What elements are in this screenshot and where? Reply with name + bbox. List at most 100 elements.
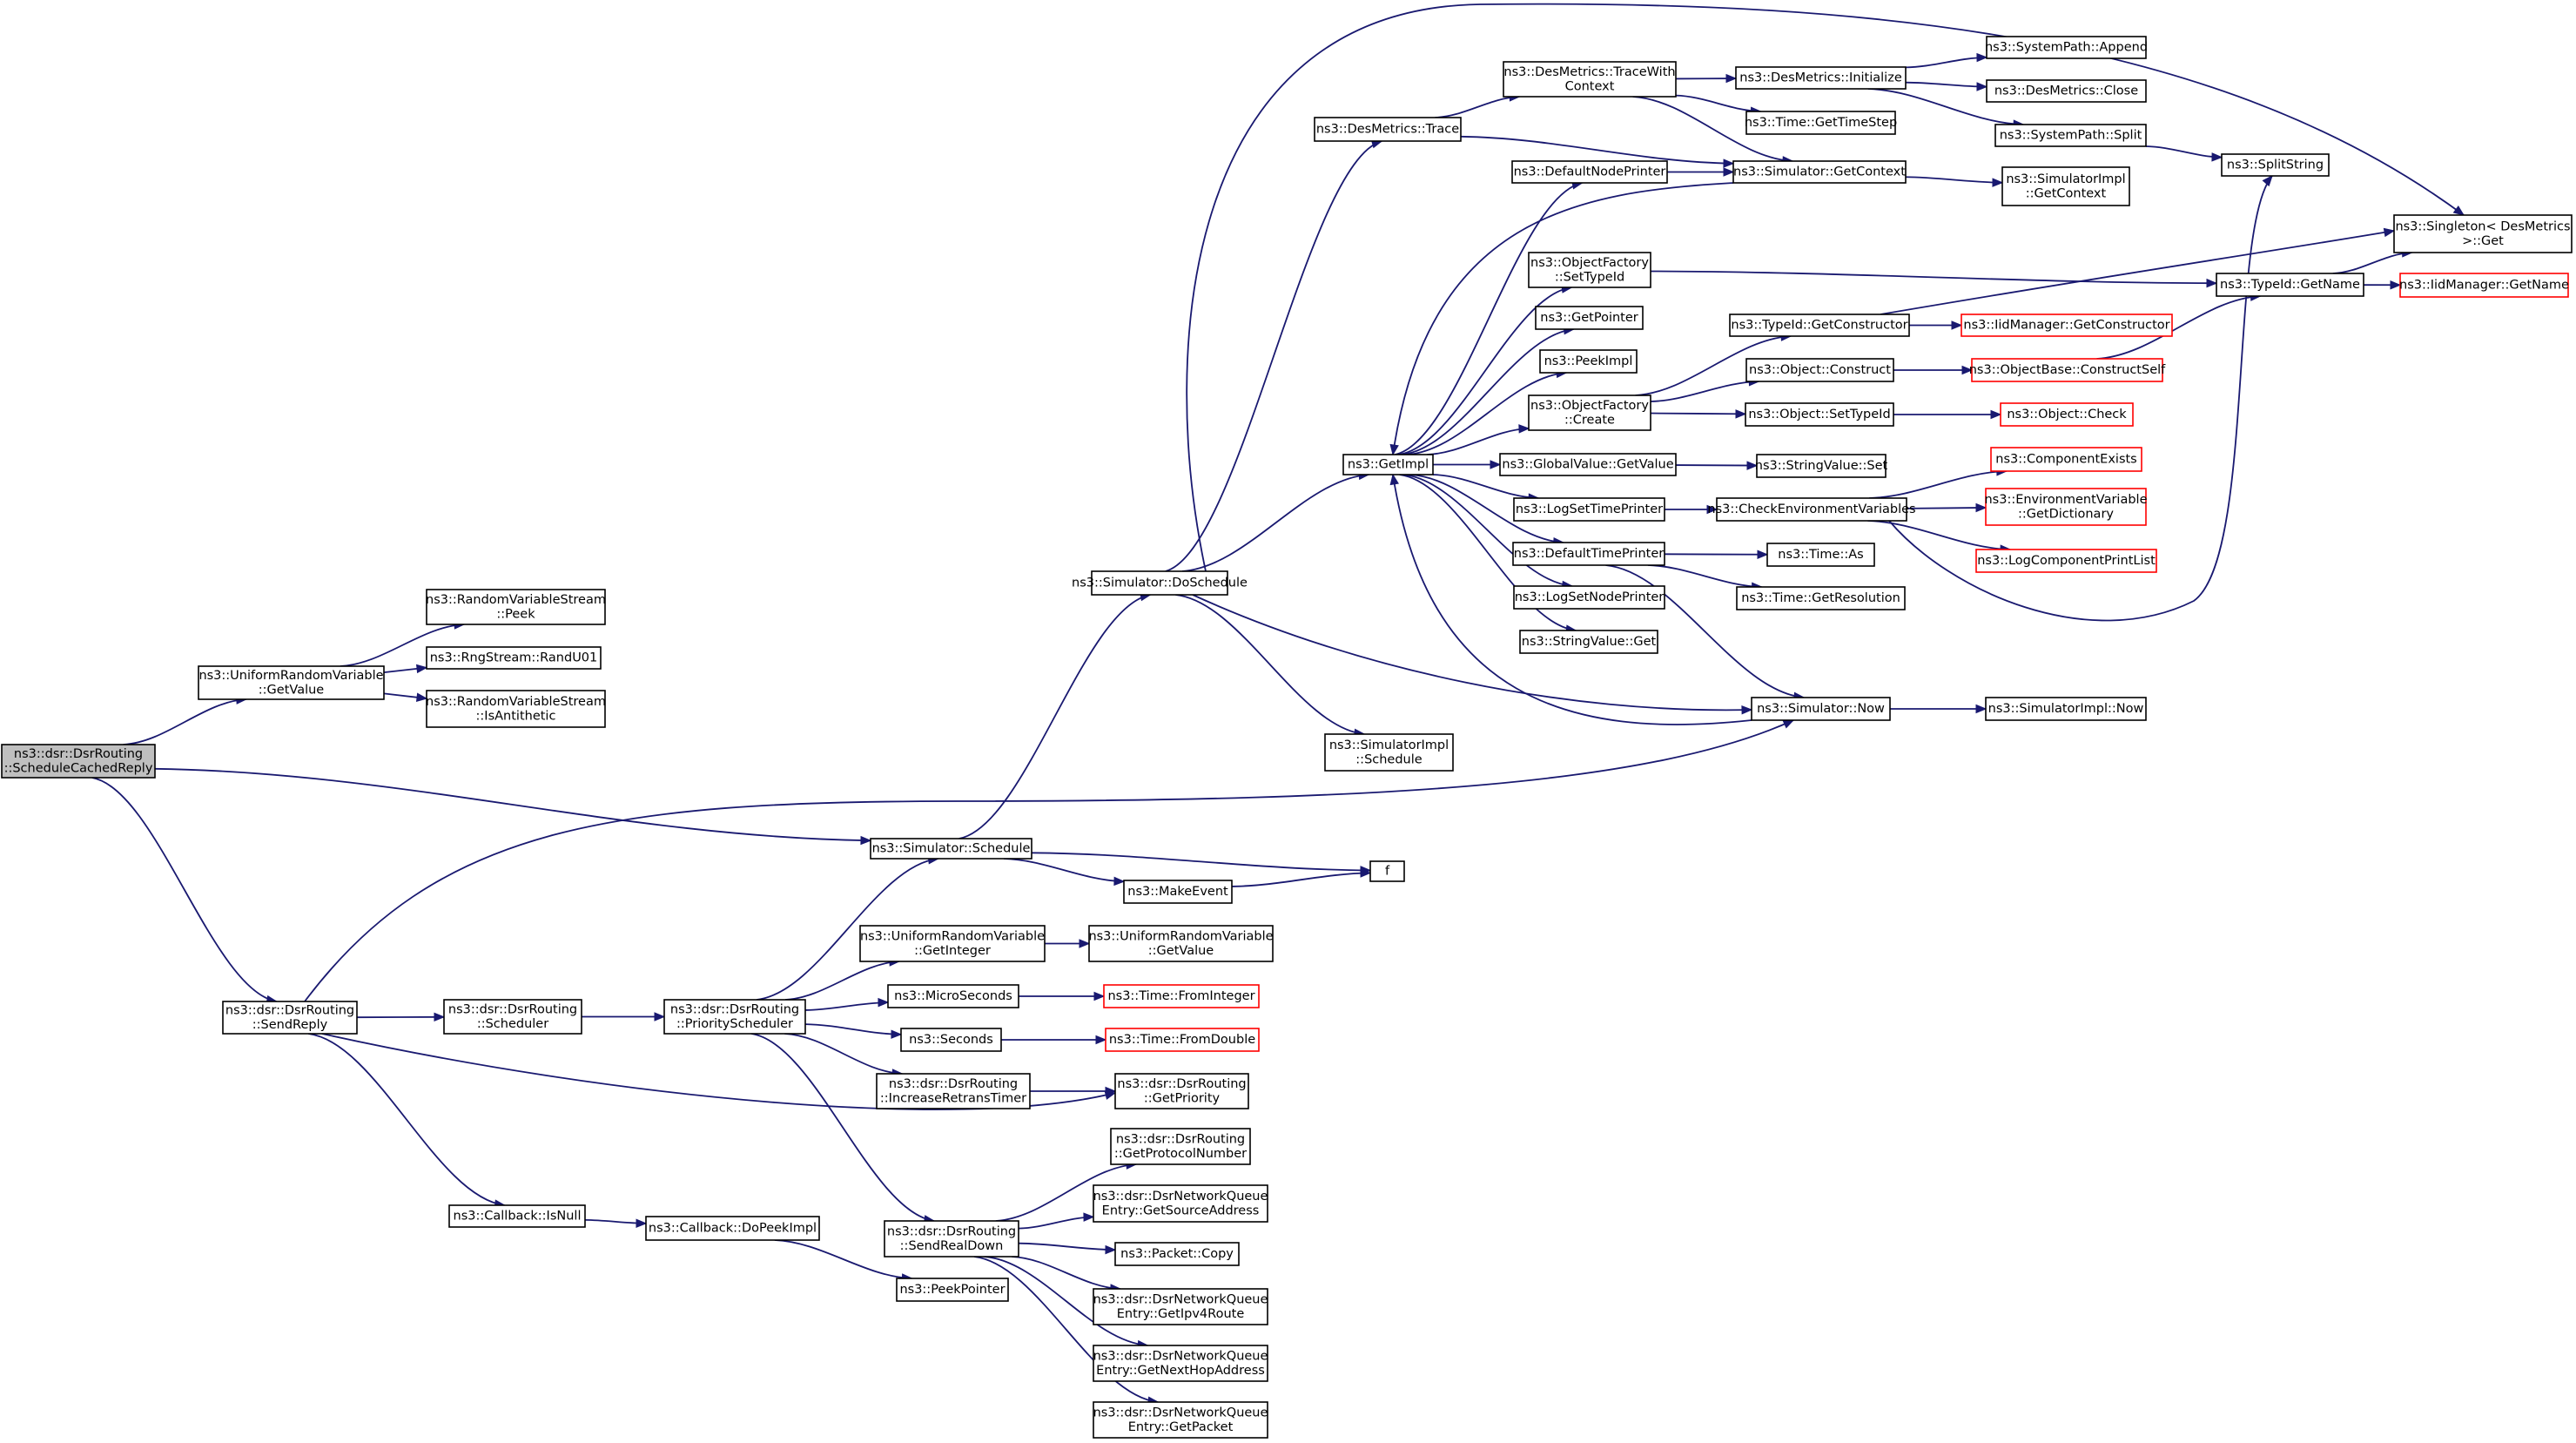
node-compexists[interactable]: ns3::ComponentExists: [1990, 447, 2142, 472]
node-box-urv_getvalue: [198, 665, 385, 700]
node-urv_getint[interactable]: ns3::UniformRandomVariable::GetInteger: [859, 925, 1046, 962]
node-sv_get[interactable]: ns3::StringValue::Get: [1519, 630, 1658, 654]
node-microseconds[interactable]: ns3::MicroSeconds: [887, 984, 1019, 1008]
node-defnodeprinter[interactable]: ns3::DefaultNodePrinter: [1511, 160, 1668, 184]
node-logsetnodeprinter[interactable]: ns3::LogSetNodePrinter: [1513, 585, 1665, 610]
node-rvs_isanti[interactable]: ns3::RandomVariableStream::IsAntithetic: [426, 690, 606, 728]
node-label-dnq_getnexthop-line-1: Entry::GetNextHopAddress: [1096, 1364, 1265, 1378]
edge-sendrealdown-to-dnq_getsrc: [1018, 1216, 1094, 1230]
node-box-deftimeprinter: [1512, 542, 1665, 566]
node-box-rng_randu01: [426, 646, 602, 670]
node-time_fromdouble[interactable]: ns3::Time::FromDouble: [1105, 1028, 1260, 1052]
node-seconds[interactable]: ns3::Seconds: [900, 1028, 1002, 1052]
node-getimpl[interactable]: ns3::GetImpl: [1342, 454, 1434, 475]
node-deftimeprinter[interactable]: ns3::DefaultTimePrinter: [1512, 542, 1665, 566]
node-label-gv_getvalue-line-0: ns3::GlobalValue::GetValue: [1502, 458, 1673, 472]
node-syspath_append[interactable]: ns3::SystemPath::Append: [1985, 36, 2148, 59]
node-label-getprotonum-line-1: ::GetProtocolNumber: [1114, 1147, 1247, 1161]
node-sim_doschedule[interactable]: ns3::Simulator::DoSchedule: [1072, 570, 1248, 596]
node-box-time_getres: [1736, 586, 1906, 610]
node-label-logcompprintlist-line-0: ns3::LogComponentPrintList: [1977, 554, 2156, 568]
node-cb_dopeekimpl[interactable]: ns3::Callback::DoPeekImpl: [645, 1216, 820, 1241]
node-time_gettimestep[interactable]: ns3::Time::GetTimeStep: [1745, 111, 1897, 135]
node-obj_check[interactable]: ns3::Object::Check: [2000, 402, 2134, 427]
edge-objbase_constructself-to-typeid_getname: [2096, 295, 2261, 360]
node-typeid_getctor[interactable]: ns3::TypeId::GetConstructor: [1729, 314, 1910, 337]
node-simimpl_schedule[interactable]: ns3::SimulatorImpl::Schedule: [1324, 733, 1454, 772]
node-logcompprintlist[interactable]: ns3::LogComponentPrintList: [1975, 549, 2157, 573]
node-rng_randu01[interactable]: ns3::RngStream::RandU01: [426, 646, 602, 670]
node-sim_schedule[interactable]: ns3::Simulator::Schedule: [870, 838, 1032, 860]
node-checkenv[interactable]: ns3::CheckEnvironmentVariables: [1707, 497, 1916, 522]
node-obj_construct[interactable]: ns3::Object::Construct: [1745, 358, 1894, 382]
node-dnq_getsrc[interactable]: ns3::dsr::DsrNetworkQueueEntry::GetSourc…: [1093, 1184, 1268, 1223]
node-rvs_peek[interactable]: ns3::RandomVariableStream::Peek: [426, 589, 606, 625]
node-label-rvs_peek-line-1: ::Peek: [496, 607, 535, 621]
node-f[interactable]: f: [1369, 860, 1405, 882]
node-gv_getvalue[interactable]: ns3::GlobalValue::GetValue: [1499, 453, 1677, 476]
node-splitstring[interactable]: ns3::SplitString: [2221, 153, 2330, 177]
edge-sendrealdown-to-dnq_getpacket: [973, 1256, 1159, 1403]
node-incretrans[interactable]: ns3::dsr::DsrRouting::IncreaseRetransTim…: [876, 1073, 1031, 1109]
node-dnq_getpacket[interactable]: ns3::dsr::DsrNetworkQueueEntry::GetPacke…: [1093, 1401, 1268, 1439]
edge-deftimeprinter-to-time_getres: [1647, 564, 1762, 588]
node-typeid_getname[interactable]: ns3::TypeId::GetName: [2216, 273, 2364, 297]
node-scheduler[interactable]: ns3::dsr::DsrRouting::Scheduler: [443, 999, 582, 1035]
edge-getimpl-to-getpointer: [1402, 328, 1574, 455]
node-sendreply[interactable]: ns3::dsr::DsrRouting::SendReply: [222, 1001, 358, 1035]
node-sv_set[interactable]: ns3::StringValue::Set: [1755, 454, 1888, 478]
node-getpointer[interactable]: ns3::GetPointer: [1535, 306, 1644, 330]
node-objbase_constructself[interactable]: ns3::ObjectBase::ConstructSelf: [1969, 358, 2166, 382]
node-label-typeid_getname-line-0: ns3::TypeId::GetName: [2220, 278, 2360, 292]
node-time_as[interactable]: ns3::Time::As: [1766, 543, 1875, 567]
node-sim_now[interactable]: ns3::Simulator::Now: [1751, 697, 1891, 721]
node-simimpl_getcontext[interactable]: ns3::SimulatorImpl::GetContext: [2001, 166, 2130, 206]
node-priosched[interactable]: ns3::dsr::DsrRouting::PriorityScheduler: [663, 999, 806, 1035]
node-box-incretrans: [876, 1073, 1031, 1109]
node-peekimpl[interactable]: ns3::PeekImpl: [1539, 349, 1638, 374]
node-dnq_getnexthop[interactable]: ns3::dsr::DsrNetworkQueueEntry::GetNextH…: [1093, 1345, 1268, 1382]
edge-checkenv-to-compexists: [1869, 470, 2007, 499]
node-makeevent[interactable]: ns3::MakeEvent: [1123, 880, 1233, 904]
edge-getimpl-to-logsettimeprinter: [1432, 474, 1539, 499]
node-desm_close[interactable]: ns3::DesMetrics::Close: [1986, 79, 2147, 103]
node-obj_settypeid[interactable]: ns3::Object::SetTypeId: [1745, 402, 1894, 427]
node-cb_isnull[interactable]: ns3::Callback::IsNull: [448, 1204, 586, 1228]
node-peekpointer[interactable]: ns3::PeekPointer: [896, 1278, 1009, 1302]
node-desm_trace[interactable]: ns3::DesMetrics::Trace: [1314, 117, 1462, 142]
node-desm_init[interactable]: ns3::DesMetrics::Initialize: [1735, 66, 1907, 90]
call-nodes: ns3::dsr::DsrRouting::ScheduleCachedRepl…: [1, 36, 2573, 1439]
node-logsettimeprinter[interactable]: ns3::LogSetTimePrinter: [1513, 497, 1665, 522]
edge-root-to-sim_schedule-arrowhead: [860, 835, 872, 846]
node-of_settypeid[interactable]: ns3::ObjectFactory::SetTypeId: [1528, 252, 1651, 288]
node-box-getimpl: [1342, 454, 1434, 475]
node-sendrealdown[interactable]: ns3::dsr::DsrRouting::SendRealDown: [884, 1220, 1019, 1258]
node-envvar_getdict[interactable]: ns3::EnvironmentVariable::GetDictionary: [1984, 488, 2148, 526]
node-label-time_getres-line-0: ns3::Time::GetResolution: [1741, 591, 1900, 605]
node-of_create[interactable]: ns3::ObjectFactory::Create: [1528, 394, 1651, 431]
node-getpriority[interactable]: ns3::dsr::DsrRouting::GetPriority: [1114, 1073, 1249, 1109]
edge-urv_getvalue-to-rvs_peek: [340, 624, 465, 667]
node-singleton_get[interactable]: ns3::Singleton< DesMetrics >::Get: [2393, 214, 2573, 253]
node-time_getres[interactable]: ns3::Time::GetResolution: [1736, 586, 1906, 610]
edge-defnodeprinter-to-sim_getcontext-arrowhead: [1723, 167, 1735, 177]
node-sim_getcontext[interactable]: ns3::Simulator::GetContext: [1732, 160, 1907, 184]
edge-of_settypeid-to-typeid_getname-arrowhead: [2206, 278, 2218, 288]
node-label-envvar_getdict-line-1: ::GetDictionary: [2018, 507, 2114, 521]
node-simimpl_now[interactable]: ns3::SimulatorImpl::Now: [1985, 697, 2147, 721]
node-syspath_split[interactable]: ns3::SystemPath::Split: [1994, 124, 2147, 147]
node-label-makeevent-line-0: ns3::MakeEvent: [1127, 885, 1228, 899]
node-box-typeid_getname: [2216, 273, 2364, 297]
node-getprotonum[interactable]: ns3::dsr::DsrRouting::GetProtocolNumber: [1110, 1128, 1251, 1165]
node-iidm_getname[interactable]: ns3::IidManager::GetName: [2399, 273, 2569, 298]
node-urv_getvalue2[interactable]: ns3::UniformRandomVariable::GetValue: [1088, 925, 1274, 962]
node-dnq_getipv4[interactable]: ns3::dsr::DsrNetworkQueueEntry::GetIpv4R…: [1093, 1288, 1268, 1325]
node-box-desm_trace: [1314, 117, 1462, 142]
node-time_fromint[interactable]: ns3::Time::FromInteger: [1103, 984, 1260, 1008]
node-urv_getvalue[interactable]: ns3::UniformRandomVariable::GetValue: [198, 665, 385, 700]
node-root[interactable]: ns3::dsr::DsrRouting::ScheduleCachedRepl…: [1, 744, 156, 779]
node-packet_copy[interactable]: ns3::Packet::Copy: [1114, 1242, 1240, 1266]
node-iidm_getctor[interactable]: ns3::IidManager::GetConstructor: [1961, 314, 2173, 337]
